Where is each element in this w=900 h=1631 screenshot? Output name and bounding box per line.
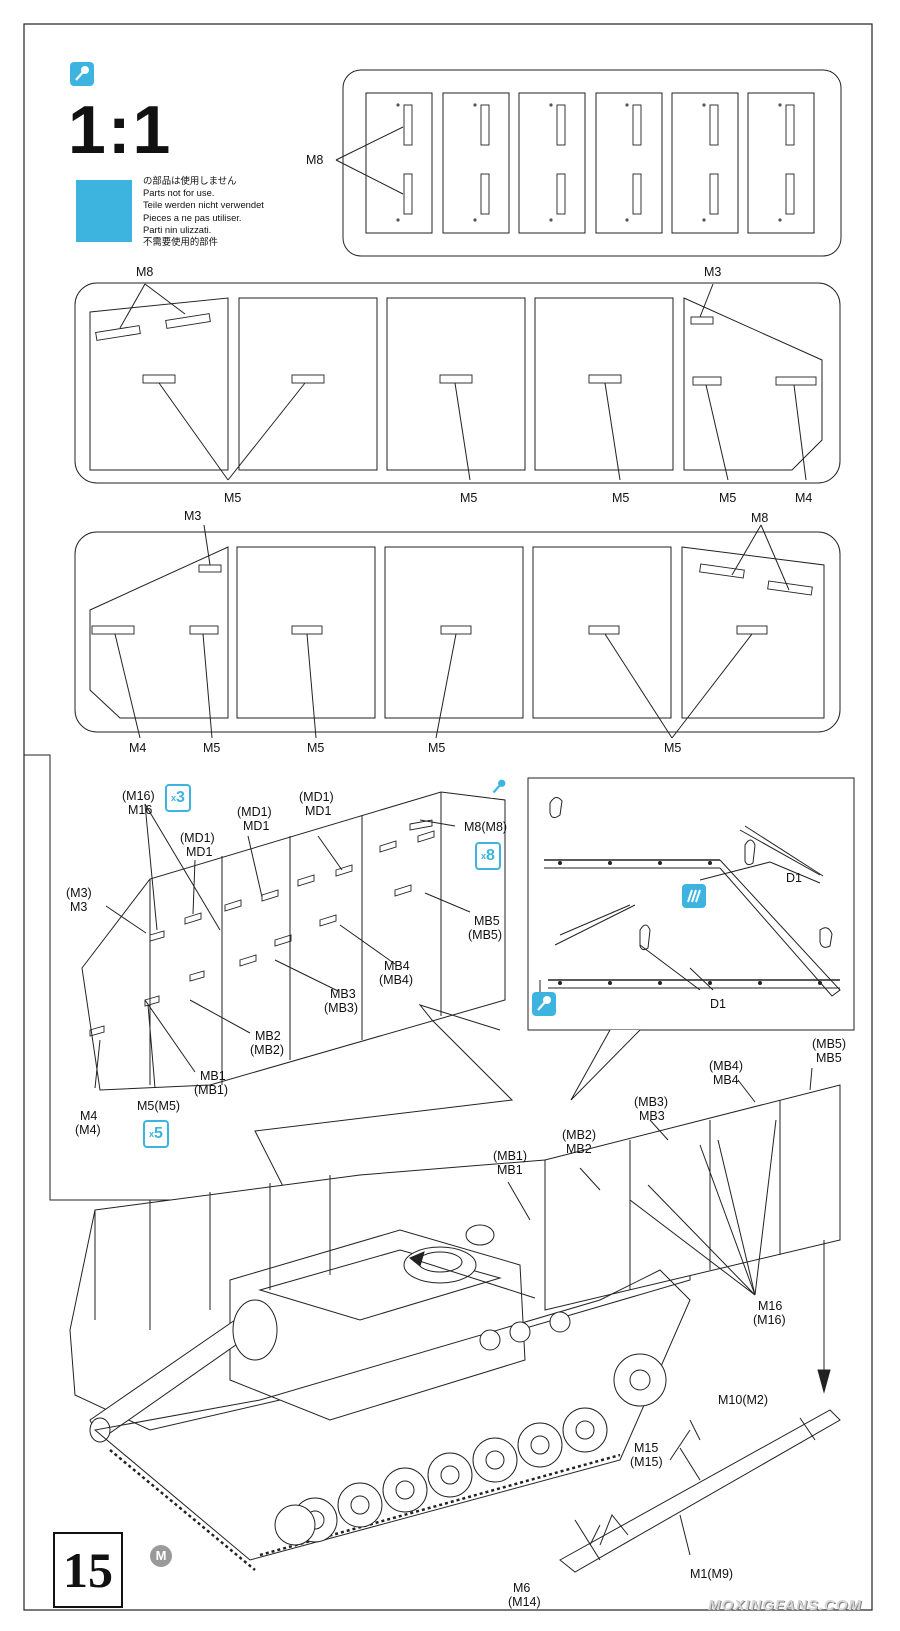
- label-veh-mb3-paren: (MB3): [634, 1095, 668, 1109]
- label-ex-mb2: MB2: [255, 1029, 281, 1043]
- label-sheet-b-m3: M3: [184, 509, 201, 523]
- label-ex-m8-pair: M8(M8): [464, 820, 507, 834]
- scale-title: 1:1: [68, 92, 173, 168]
- quantity-x8-badge: x8: [475, 842, 501, 870]
- optional-part-icon: [70, 62, 94, 86]
- quantity-x8-value: 8: [486, 847, 495, 864]
- label-sheet-b-m4: M4: [129, 741, 146, 755]
- label-veh-m15-paren: (M15): [630, 1455, 663, 1469]
- label-sheet-a-m5-1: M5: [224, 491, 241, 505]
- quantity-x3-badge: x3: [165, 784, 191, 812]
- legend-line: 不需要使用的部件: [143, 236, 219, 248]
- label-detail-d1-a: D1: [786, 871, 802, 885]
- label-ex-md1-paren-c: (MD1): [180, 831, 215, 845]
- label-veh-mb4: MB4: [713, 1073, 739, 1087]
- label-veh-mb2: MB2: [566, 1142, 592, 1156]
- label-veh-m15: M15: [634, 1441, 658, 1455]
- plate-sheet-b: [74, 524, 841, 739]
- label-veh-m14-paren: (M14): [508, 1595, 541, 1609]
- fret-m8-sheet: [335, 69, 842, 257]
- part-marker-badge: M: [150, 1545, 172, 1567]
- label-ex-m16-paren: (M16): [122, 789, 155, 803]
- label-ex-mb2-paren: (MB2): [250, 1043, 284, 1057]
- label-detail-d1-b: D1: [710, 997, 726, 1011]
- label-ex-m16: M16: [128, 803, 152, 817]
- label-ex-mb5-paren: (MB5): [468, 928, 502, 942]
- label-veh-mb1: MB1: [497, 1163, 523, 1177]
- callout-outline: [24, 754, 514, 1201]
- label-sheet-a-m5-2: M5: [460, 491, 477, 505]
- label-veh-mb4-paren: (MB4): [709, 1059, 743, 1073]
- label-ex-mb3: MB3: [330, 987, 356, 1001]
- detail-inset: [527, 777, 855, 1101]
- label-ex-md1-b: MD1: [305, 804, 331, 818]
- exploded-skirt: [81, 791, 506, 1091]
- optional-part-icon: [488, 776, 510, 798]
- step-number: 15: [53, 1532, 123, 1608]
- label-sheet-b-m5-3: M5: [428, 741, 445, 755]
- label-ex-m3-paren: (M3): [66, 886, 92, 900]
- label-veh-m1-m9: M1(M9): [690, 1567, 733, 1581]
- vehicle-drawing: [69, 1067, 841, 1573]
- label-ex-m3: M3: [70, 900, 87, 914]
- label-ex-mb4-paren: (MB4): [379, 973, 413, 987]
- label-veh-m16: M16: [758, 1299, 782, 1313]
- optional-part-icon: [532, 992, 556, 1016]
- label-ex-m4: M4: [80, 1109, 97, 1123]
- unused-parts-legend: の部品は使用しません Parts not for use. Teile werd…: [143, 175, 264, 248]
- label-veh-mb2-paren: (MB2): [562, 1128, 596, 1142]
- label-ex-mb3-paren: (MB3): [324, 1001, 358, 1015]
- quantity-x3-value: 3: [176, 789, 185, 806]
- label-sheet-a-m8: M8: [136, 265, 153, 279]
- page-frame: [23, 23, 873, 1611]
- label-veh-mb1-paren: (MB1): [493, 1149, 527, 1163]
- label-ex-m4-paren: (M4): [75, 1123, 101, 1137]
- quantity-x5-badge: x5: [143, 1120, 169, 1148]
- label-sheet-b-m5-1: M5: [203, 741, 220, 755]
- watermark: MOXINGFANS.COM: [707, 1597, 862, 1614]
- legend-line: Parts not for use.: [143, 187, 215, 199]
- label-veh-m6: M6: [513, 1581, 530, 1595]
- label-veh-mb5: MB5: [816, 1051, 842, 1065]
- label-sheet-a-m5-4: M5: [719, 491, 736, 505]
- label-sheet-b-m5-2: M5: [307, 741, 324, 755]
- label-sheet-a-m4: M4: [795, 491, 812, 505]
- label-ex-md1-a: MD1: [243, 819, 269, 833]
- label-ex-md1-c: MD1: [186, 845, 212, 859]
- label-veh-m10-m2: M10(M2): [718, 1393, 768, 1407]
- glue-icon: [682, 884, 706, 908]
- label-sheet-b-m8: M8: [751, 511, 768, 525]
- label-ex-mb4: MB4: [384, 959, 410, 973]
- label-ex-mb1: MB1: [200, 1069, 226, 1083]
- label-veh-mb3: MB3: [639, 1109, 665, 1123]
- label-ex-mb1-paren: (MB1): [194, 1083, 228, 1097]
- label-veh-m16-paren: (M16): [753, 1313, 786, 1327]
- label-veh-mb5-paren: (MB5): [812, 1037, 846, 1051]
- label-sheet-a-m3: M3: [704, 265, 721, 279]
- legend-line: の部品は使用しません: [143, 175, 237, 186]
- unused-parts-swatch: [76, 180, 132, 242]
- label-ex-md1-paren-a: (MD1): [237, 805, 272, 819]
- label-sheet-b-m5-4: M5: [664, 741, 681, 755]
- label-sheet-a-m5-3: M5: [612, 491, 629, 505]
- label-ex-m5-pair: M5(M5): [137, 1099, 180, 1113]
- legend-line: Parti nin ulizzati.: [143, 223, 212, 235]
- label-ex-md1-paren-b: (MD1): [299, 790, 334, 804]
- label-fret-m8: M8: [306, 153, 323, 167]
- legend-line: Teile werden nicht verwendet: [143, 199, 264, 211]
- legend-line: Pieces a ne pas utiliser.: [143, 211, 242, 223]
- plate-sheet-a: [74, 282, 841, 484]
- quantity-x5-value: 5: [154, 1125, 163, 1142]
- label-ex-mb5: MB5: [474, 914, 500, 928]
